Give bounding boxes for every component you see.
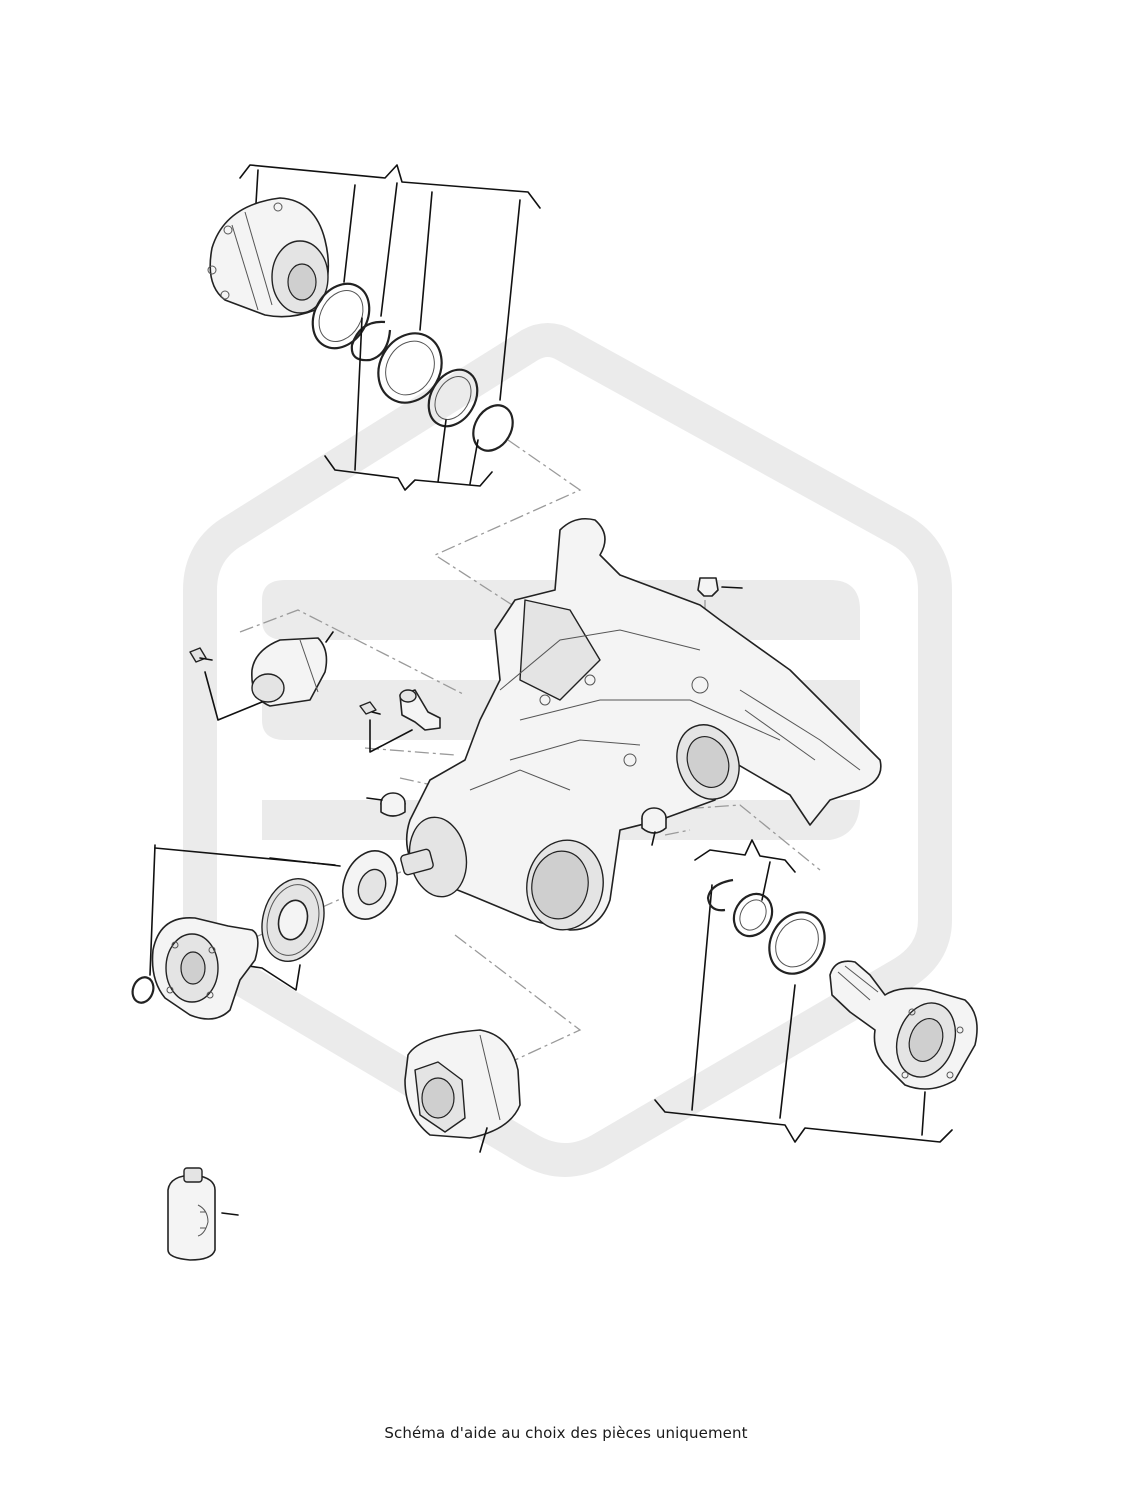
- differential-case[interactable]: [404, 1029, 521, 1153]
- o-ring-1[interactable]: [465, 398, 520, 458]
- actuator-bolt[interactable]: [189, 647, 263, 721]
- oil-bottle[interactable]: [167, 1167, 239, 1261]
- bushing-right[interactable]: [641, 807, 667, 846]
- diagram-caption: Schéma d'aide au choix des pièces unique…: [384, 1424, 748, 1442]
- bearing-ring-2[interactable]: [419, 361, 487, 435]
- sensor-bolt[interactable]: [359, 701, 413, 753]
- sensor[interactable]: [399, 689, 441, 731]
- gear-ring[interactable]: [253, 872, 333, 969]
- actuator-motor[interactable]: [251, 631, 334, 707]
- rear-axle-main-housing[interactable]: [400, 517, 882, 936]
- shaft-seal[interactable]: [334, 843, 407, 927]
- transfer-cover-housing[interactable]: [207, 197, 330, 318]
- bushing-left[interactable]: [366, 792, 406, 817]
- right-bracket-group: [654, 839, 953, 1143]
- seal-ring-right[interactable]: [726, 887, 779, 943]
- bearing-ring-right[interactable]: [758, 902, 835, 983]
- output-shaft-flange[interactable]: [829, 960, 978, 1090]
- top-bracket-group: [239, 164, 541, 401]
- circlip-right[interactable]: [706, 878, 734, 912]
- drive-flange[interactable]: [151, 917, 259, 1020]
- o-ring-left[interactable]: [129, 974, 157, 1005]
- top-lower-bracket: [324, 317, 493, 491]
- seal-ring-1[interactable]: [301, 274, 380, 359]
- breather-cap[interactable]: [697, 577, 743, 597]
- circlip-1[interactable]: [350, 320, 392, 362]
